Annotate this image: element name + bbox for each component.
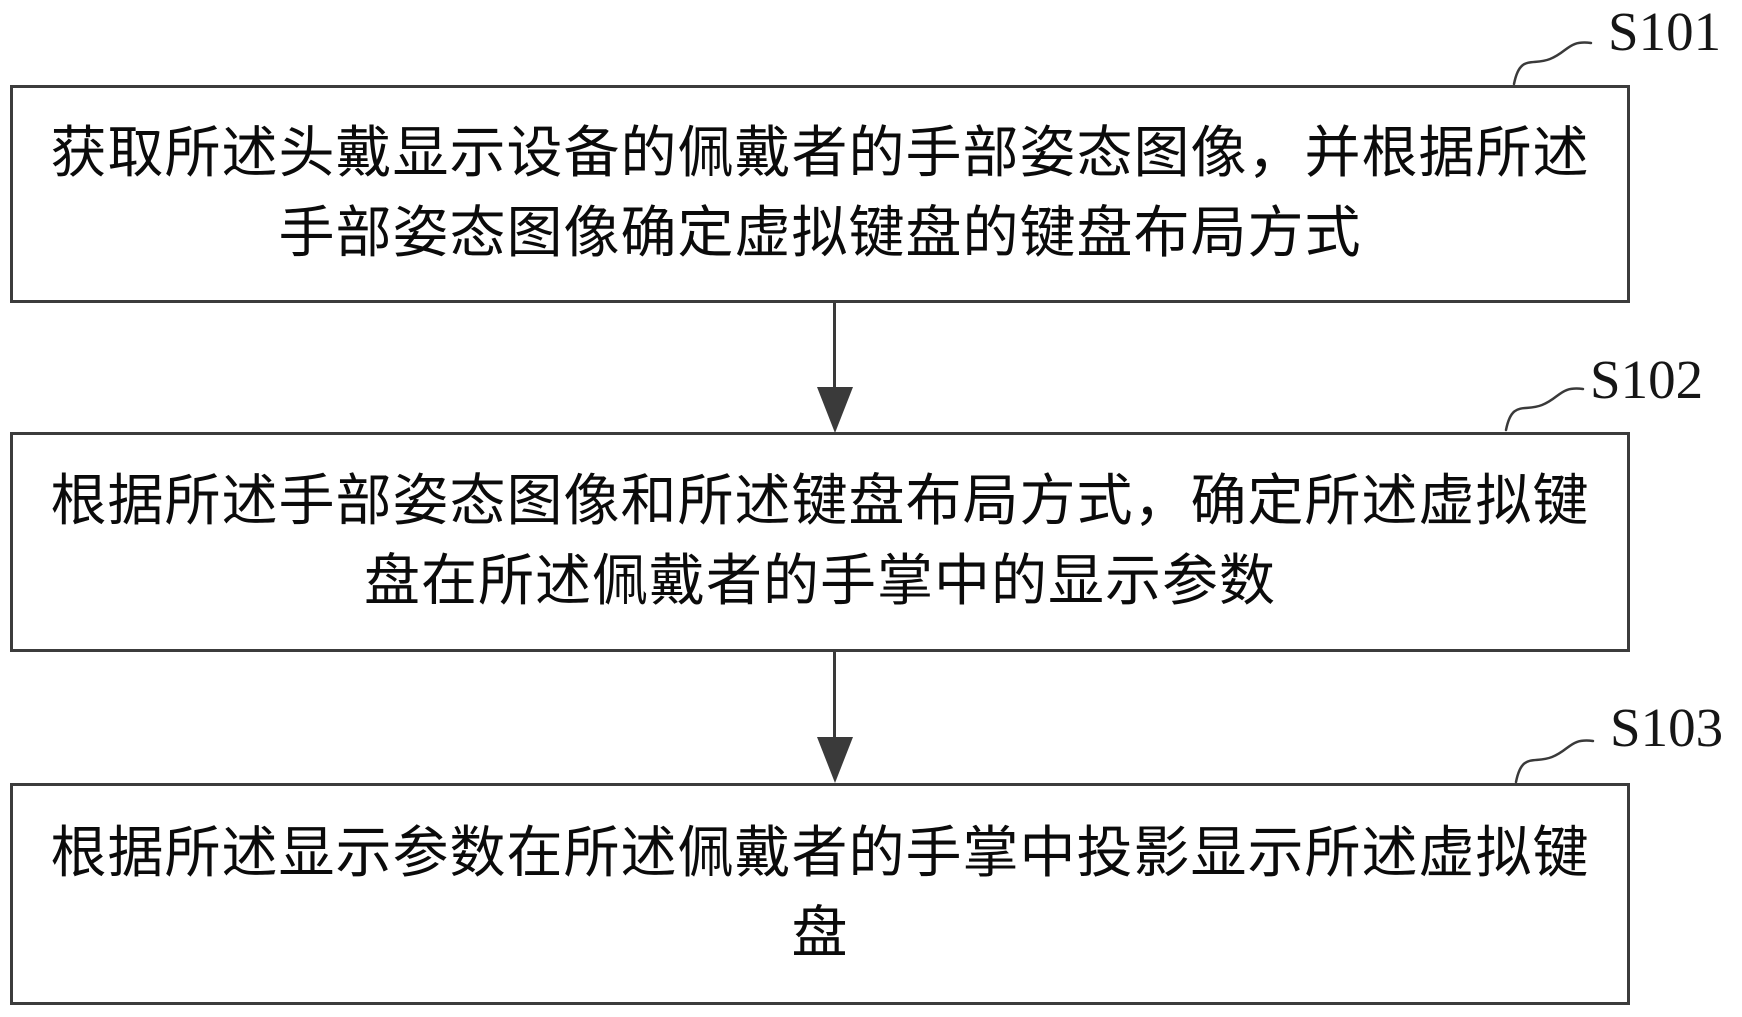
step-s101-text-line-1: 获取所述头戴显示设备的佩戴者的手部姿态图像，并根据所述 xyxy=(50,123,1590,185)
down-arrow-2-stem xyxy=(833,652,836,739)
leader-curve-s103 xyxy=(1514,739,1595,784)
step-s102-text-line-2: 盘在所述佩戴者的手掌中的显示参数 xyxy=(364,551,1276,613)
leader-curve-s101 xyxy=(1512,41,1593,86)
step-box-s101: 获取所述头戴显示设备的佩戴者的手部姿态图像，并根据所述 手部姿态图像确定虚拟键盘… xyxy=(10,85,1630,303)
step-box-s103: 根据所述显示参数在所述佩戴者的手掌中投影显示所述虚拟键 盘 xyxy=(10,783,1630,1005)
step-box-s102: 根据所述手部姿态图像和所述键盘布局方式，确定所述虚拟键 盘在所述佩戴者的手掌中的… xyxy=(10,432,1630,652)
step-label-s102: S102 xyxy=(1590,349,1704,410)
step-s103-text-line-2: 盘 xyxy=(791,903,849,965)
leader-curve-s102 xyxy=(1504,387,1585,432)
step-s101-text-line-2: 手部姿态图像确定虚拟键盘的键盘布局方式 xyxy=(278,203,1362,265)
down-arrow-1-stem xyxy=(833,303,836,389)
step-s102-text-line-1: 根据所述手部姿态图像和所述键盘布局方式，确定所述虚拟键 xyxy=(50,471,1590,533)
step-s103-text-line-1: 根据所述显示参数在所述佩戴者的手掌中投影显示所述虚拟键 xyxy=(50,823,1590,885)
step-label-s103: S103 xyxy=(1610,697,1724,758)
down-arrow-2-head-icon xyxy=(817,737,853,783)
step-label-s101: S101 xyxy=(1608,1,1722,62)
down-arrow-1-head-icon xyxy=(817,387,853,433)
